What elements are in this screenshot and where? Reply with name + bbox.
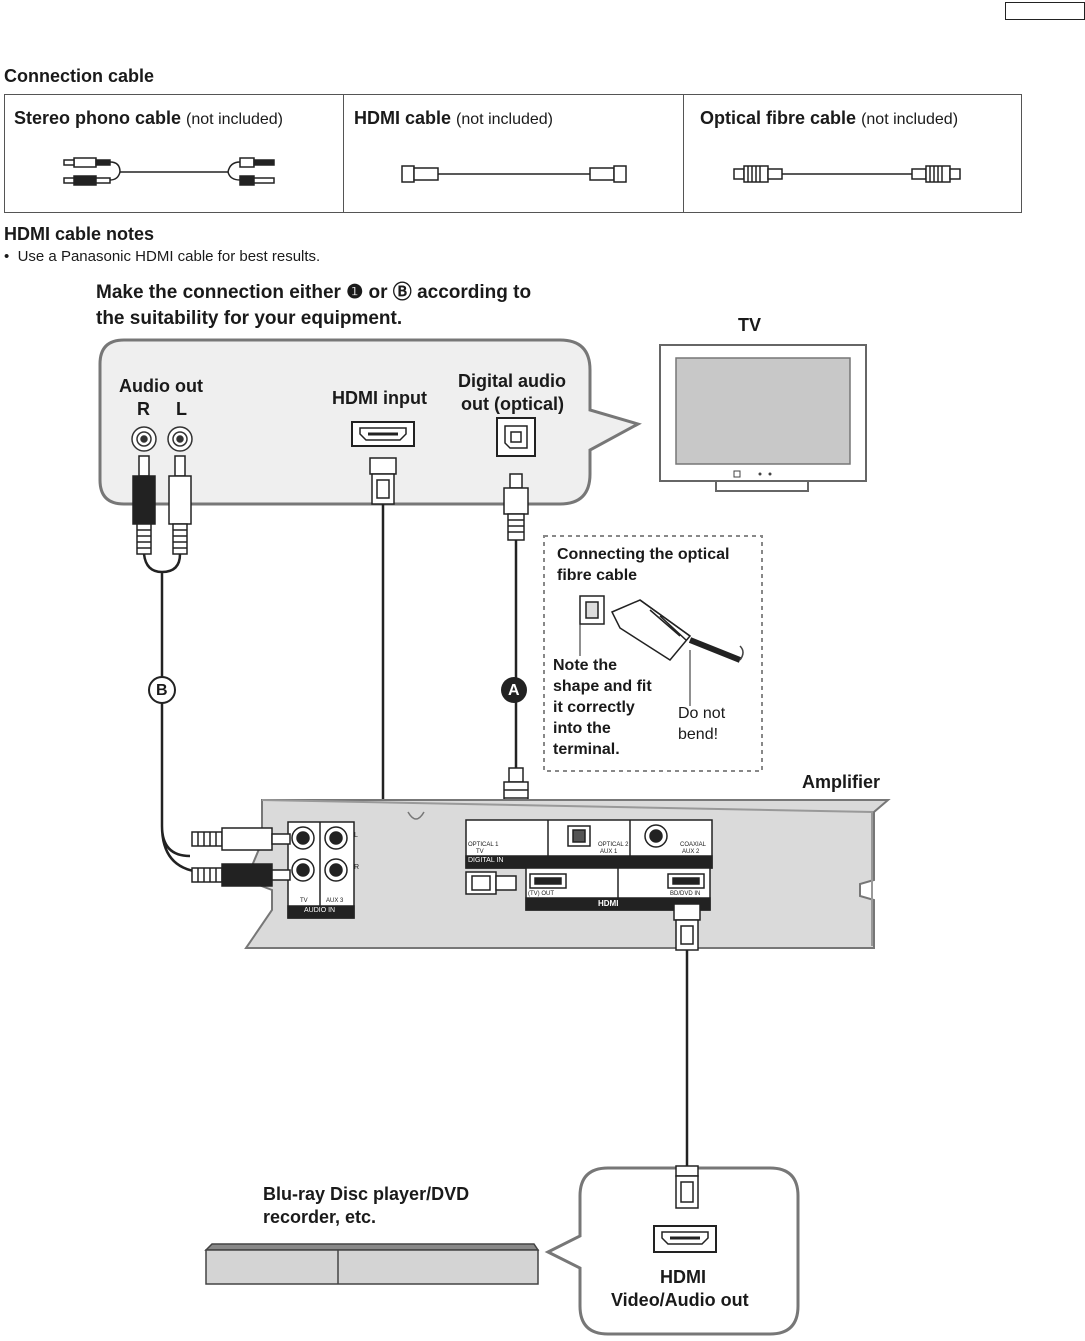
instruction-line-2: the suitability for your equipment.: [96, 308, 403, 329]
hdmi-cable-note: (not included): [456, 111, 553, 128]
connection-cable-heading: Connection cable: [4, 66, 155, 86]
cable-table: [4, 94, 1022, 213]
inset-title-1: Connecting the optical: [557, 546, 730, 563]
hdmi-out-label-2: Video/Audio out: [611, 1290, 749, 1310]
cable-cell-stereo: Stereo phono cable (not included): [4, 94, 344, 213]
audio-out-label: Audio out: [119, 376, 203, 396]
tv-icon: [659, 344, 867, 492]
digital-audio-label-2: out (optical): [461, 394, 564, 414]
rca-plugs-amp: [191, 827, 291, 887]
note-line-1: Note the: [553, 657, 617, 674]
panel-audio-in: AUDIO IN: [304, 907, 336, 914]
hdmi-out-label-1: HDMI: [660, 1267, 706, 1287]
phono-cable-b: [142, 553, 201, 874]
marker-a-icon: [501, 677, 527, 703]
audio-in-panel: [287, 821, 355, 919]
hdmi-plug-amp-tvout: [465, 871, 517, 895]
digital-in-panel: [465, 819, 713, 869]
marker-b-icon: [148, 676, 176, 704]
panel-tv: TV: [476, 849, 484, 855]
tv-label: TV: [738, 315, 762, 335]
marker-b-label: B: [156, 682, 168, 699]
inset-title-2: fibre cable: [557, 567, 638, 584]
panel-digital-in: DIGITAL IN: [468, 857, 504, 864]
panel-bd-dvd-in: BD/DVD IN: [670, 891, 701, 897]
panel-optical1: OPTICAL 1: [468, 842, 499, 848]
audio-l-label: L: [176, 399, 187, 419]
rca-plugs-tv: [132, 455, 192, 555]
optical-cable-note: (not included): [861, 111, 959, 128]
marker-a-label: A: [508, 682, 520, 699]
panel-aux1: AUX 1: [600, 849, 618, 855]
note-line-2: shape and fit: [553, 678, 652, 695]
player-label-2: recorder, etc.: [263, 1207, 377, 1227]
stereo-phono-cable-icon: [63, 157, 275, 186]
bullet-icon: •: [4, 248, 18, 265]
amplifier-label: Amplifier: [802, 772, 881, 792]
hdmi-output-port: [653, 1225, 717, 1253]
hdmi-cable-icon: [401, 165, 627, 183]
do-not-bend-2: bend!: [678, 726, 719, 743]
optical-fibre-cable-icon: [733, 165, 961, 183]
cable-cell-optical: Optical fibre cable (not included): [684, 94, 1022, 213]
stereo-cable-note: (not included): [186, 111, 283, 128]
cable-cell-hdmi: HDMI cable (not included): [344, 94, 684, 213]
panel-r: R: [354, 864, 360, 871]
hdmi-notes-heading: HDMI cable notes: [4, 224, 155, 244]
audio-r-label: R: [137, 399, 150, 419]
hdmi-notes-bullet-row: • Use a Panasonic HDMI cable for best re…: [4, 248, 320, 265]
optical-port-tv: [496, 417, 536, 457]
panel-tv-out: (TV) OUT: [528, 891, 554, 897]
optical-cable-title: Optical fibre cable (not included): [700, 108, 959, 128]
panel-aux3: AUX 3: [326, 898, 344, 904]
hdmi-input-label: HDMI input: [332, 388, 427, 408]
hdmi-notes-bullet: Use a Panasonic HDMI cable for best resu…: [17, 248, 321, 265]
instruction-line-1: Make the connection either ❶ or Ⓑ accord…: [96, 282, 532, 303]
hdmi-cable-title: HDMI cable (not included): [354, 108, 553, 128]
hdmi-plug-player: [675, 1165, 699, 1209]
note-line-3: it correctly: [553, 699, 635, 716]
panel-coaxial: COAXIAL: [680, 842, 707, 848]
hdmi-plug-amp-bdin: [673, 903, 701, 951]
panel-l: L: [354, 832, 358, 839]
panel-aux2: AUX 2: [682, 849, 700, 855]
hdmi-plug-tv: [369, 457, 397, 505]
do-not-bend-1: Do not: [678, 705, 726, 722]
panel-optical2: OPTICAL 2: [598, 842, 629, 848]
bluray-player-icon: [204, 1243, 540, 1285]
audio-out-jacks: [131, 426, 193, 452]
player-label-1: Blu-ray Disc player/DVD: [263, 1184, 470, 1204]
optical-inset-box: [543, 535, 763, 772]
note-line-4: into the: [553, 720, 611, 737]
panel-hdmi: HDMI: [598, 899, 619, 908]
digital-audio-label-1: Digital audio: [458, 371, 566, 391]
stereo-cable-title: Stereo phono cable (not included): [14, 108, 283, 128]
hdmi-panel: [525, 867, 711, 911]
note-line-5: terminal.: [553, 741, 620, 758]
panel-tv-small: TV: [300, 898, 308, 904]
optical-plug-tv: [503, 473, 529, 541]
optical-inset-illustration: [579, 595, 744, 706]
hdmi-input-port: [351, 421, 415, 447]
